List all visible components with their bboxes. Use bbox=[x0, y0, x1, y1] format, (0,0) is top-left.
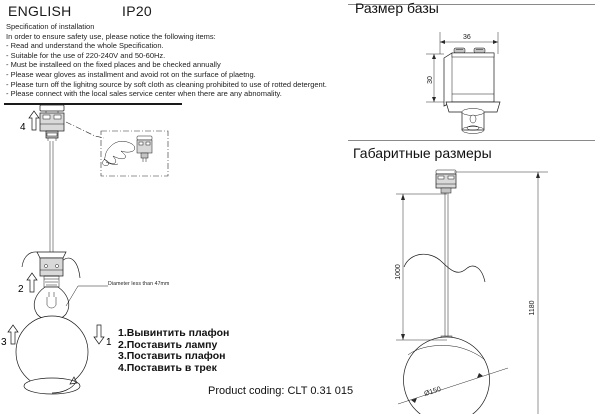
step-number-3: 3 bbox=[1, 337, 7, 348]
step-number-1: 1 bbox=[106, 337, 112, 348]
specification-item: - Must be installeed on the fixed places… bbox=[6, 60, 221, 70]
dimension-cord-1000: 1000 bbox=[395, 193, 447, 341]
overall-dimensions-drawing: 1000 1180 Ø150 bbox=[348, 168, 600, 414]
specification-item: - Suitable for the use of 220-240V and 5… bbox=[6, 50, 166, 60]
dimension-label-total-height: 1180 bbox=[529, 300, 536, 315]
base-size-title: Размер базы bbox=[355, 0, 439, 16]
header-row: ENGLISH IP20 bbox=[8, 3, 328, 21]
bulb-diameter-callout: Diameter less than 47mm bbox=[108, 281, 170, 287]
dimension-label-cord-length: 1000 bbox=[395, 264, 402, 280]
lamp-holder-graphic bbox=[36, 251, 67, 288]
assembly-diagram: 4 bbox=[0, 100, 340, 414]
specification-intro: In order to ensure safety use, please no… bbox=[6, 31, 216, 41]
step-4-arrow-up bbox=[28, 110, 40, 131]
product-coding-label: Product coding: CLT 0.31 015 bbox=[208, 385, 354, 397]
list-item: 4.Поставить в трек bbox=[118, 361, 217, 374]
step-number-2: 2 bbox=[18, 284, 24, 295]
step-3-arrow-up bbox=[7, 324, 19, 345]
list-item: 2.Поставить лампу bbox=[118, 338, 218, 351]
list-item: 3.Поставить плафон bbox=[118, 350, 226, 363]
dimension-total-1180: 1180 bbox=[454, 171, 548, 414]
pendant-cord bbox=[444, 193, 449, 336]
specification-item: - Please turn off the lighitng source by… bbox=[6, 79, 327, 89]
specification-title: Specification of installation bbox=[6, 22, 95, 31]
base-size-drawing: 36 30 bbox=[348, 20, 598, 134]
specification-divider bbox=[4, 103, 182, 105]
list-item: 1.Вывинтить плафон bbox=[118, 327, 230, 339]
specification-block: Specification of installation In order t… bbox=[6, 22, 336, 99]
ip-rating-label: IP20 bbox=[122, 3, 153, 19]
step-2-arrow-up bbox=[26, 272, 38, 293]
track-adapter-graphic bbox=[39, 103, 65, 141]
specification-item: - Read and understand the whole Specific… bbox=[6, 41, 164, 51]
step-number-4: 4 bbox=[20, 122, 26, 133]
russian-steps-list: 1.Вывинтить плафон 2.Поставить лампу 3.П… bbox=[118, 327, 230, 374]
base-body-graphic bbox=[443, 47, 501, 134]
globe-shade-graphic bbox=[15, 315, 89, 395]
overall-dimensions-title: Габаритные размеры bbox=[353, 145, 492, 161]
dimension-globe-diameter: Ø150 bbox=[397, 367, 509, 405]
step-1-arrow-down bbox=[93, 324, 105, 345]
suspension-cord bbox=[49, 141, 54, 252]
specification-item: - Please connect with the local sales se… bbox=[6, 89, 282, 99]
dimension-label-width: 36 bbox=[463, 34, 471, 41]
dimension-label-globe-diameter: Ø150 bbox=[423, 386, 442, 398]
detail-inset-hand-install bbox=[100, 130, 169, 177]
dimension-label-height: 30 bbox=[427, 76, 434, 84]
globe-shade bbox=[403, 336, 490, 414]
specification-item: - Please wear gloves as installment and … bbox=[6, 69, 256, 79]
base-size-divider bbox=[348, 4, 595, 5]
light-bulb-graphic bbox=[33, 286, 70, 321]
pendant-track-adapter bbox=[435, 169, 457, 194]
language-label: ENGLISH bbox=[8, 3, 72, 19]
overall-dimensions-divider bbox=[348, 140, 595, 141]
dimension-height-30: 30 bbox=[426, 53, 444, 103]
dimension-width-36: 36 bbox=[439, 32, 499, 54]
cord-slack-squiggle bbox=[403, 254, 486, 283]
